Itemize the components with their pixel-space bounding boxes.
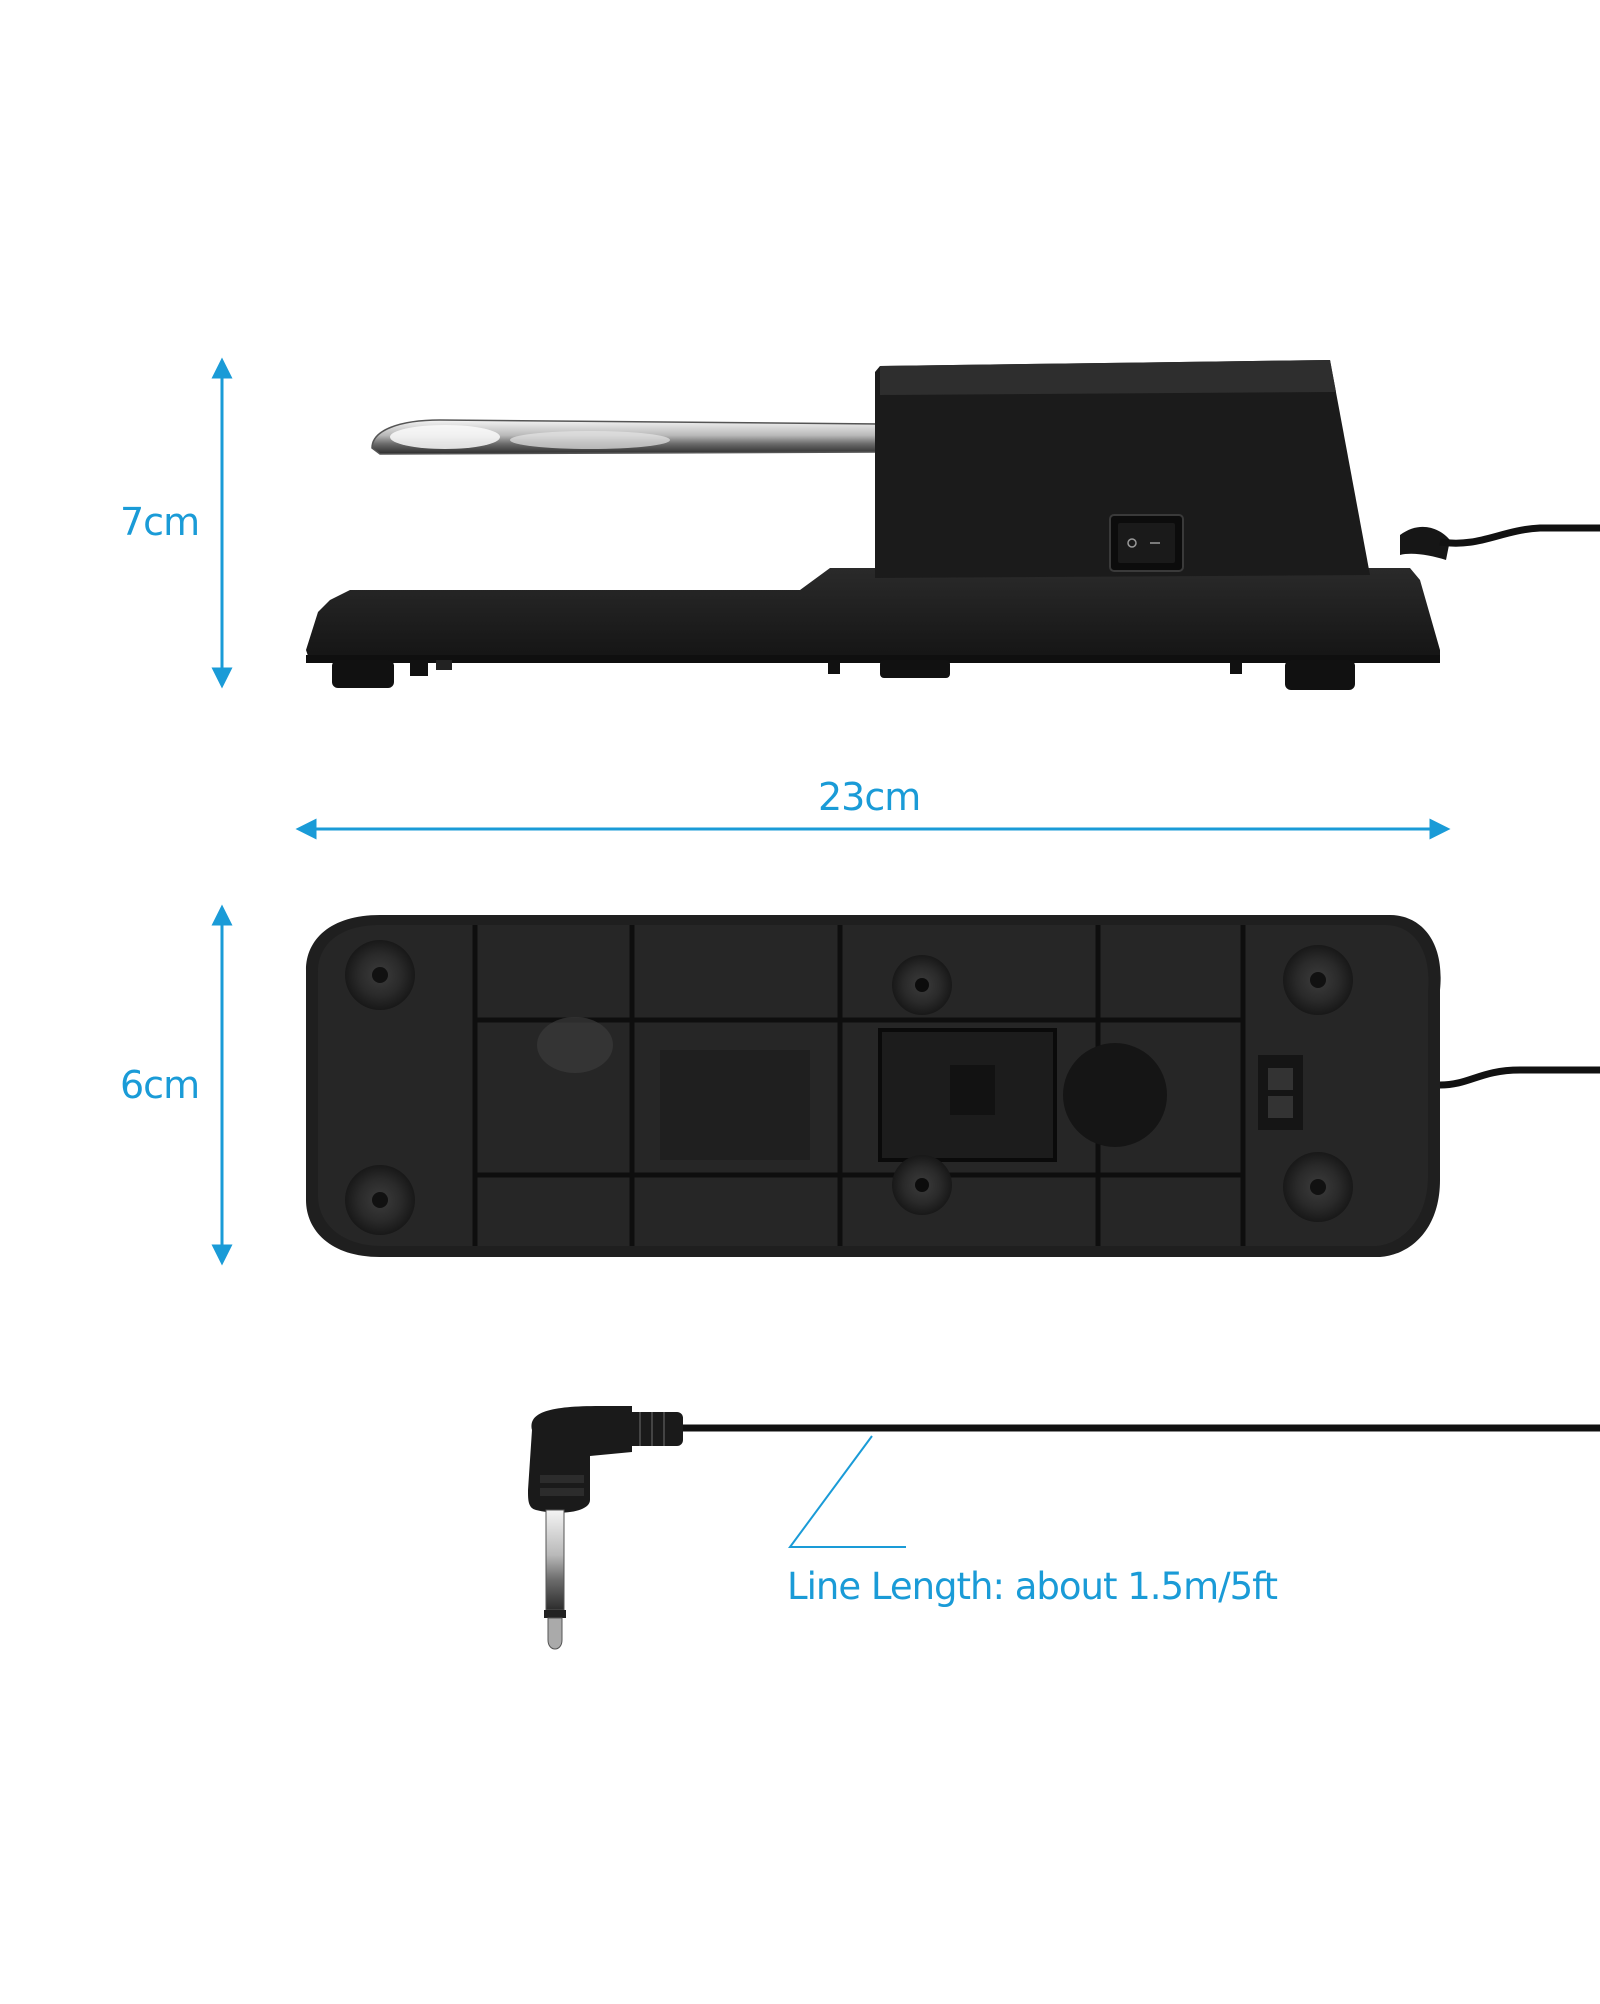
pedal-side-view <box>306 360 1600 690</box>
foot-center <box>880 660 950 678</box>
jack-shaft <box>545 1509 565 1611</box>
cable-strain-relief <box>1400 526 1450 560</box>
height-label: 7cm <box>120 500 200 544</box>
jack-head <box>528 1406 632 1513</box>
cable-connector <box>1258 1055 1303 1130</box>
center-pad <box>1063 1043 1167 1147</box>
pedal-base <box>306 568 1440 662</box>
pedal-cable-bottom <box>1439 1066 1600 1089</box>
rib-grid <box>472 925 1246 1246</box>
width-label: 23cm <box>818 775 921 819</box>
pedal-housing <box>875 360 1370 578</box>
foot-right <box>1285 660 1355 690</box>
pedal-cable-top <box>1439 524 1600 547</box>
foot-left <box>332 660 394 688</box>
depth-label: 6cm <box>120 1063 200 1107</box>
pedal-bottom-view <box>306 915 1600 1257</box>
cable-callout-line <box>788 1435 906 1548</box>
cable-length-label: Line Length: about 1.5m/5ft <box>787 1565 1278 1608</box>
jack-plug-icon <box>528 1406 1600 1650</box>
